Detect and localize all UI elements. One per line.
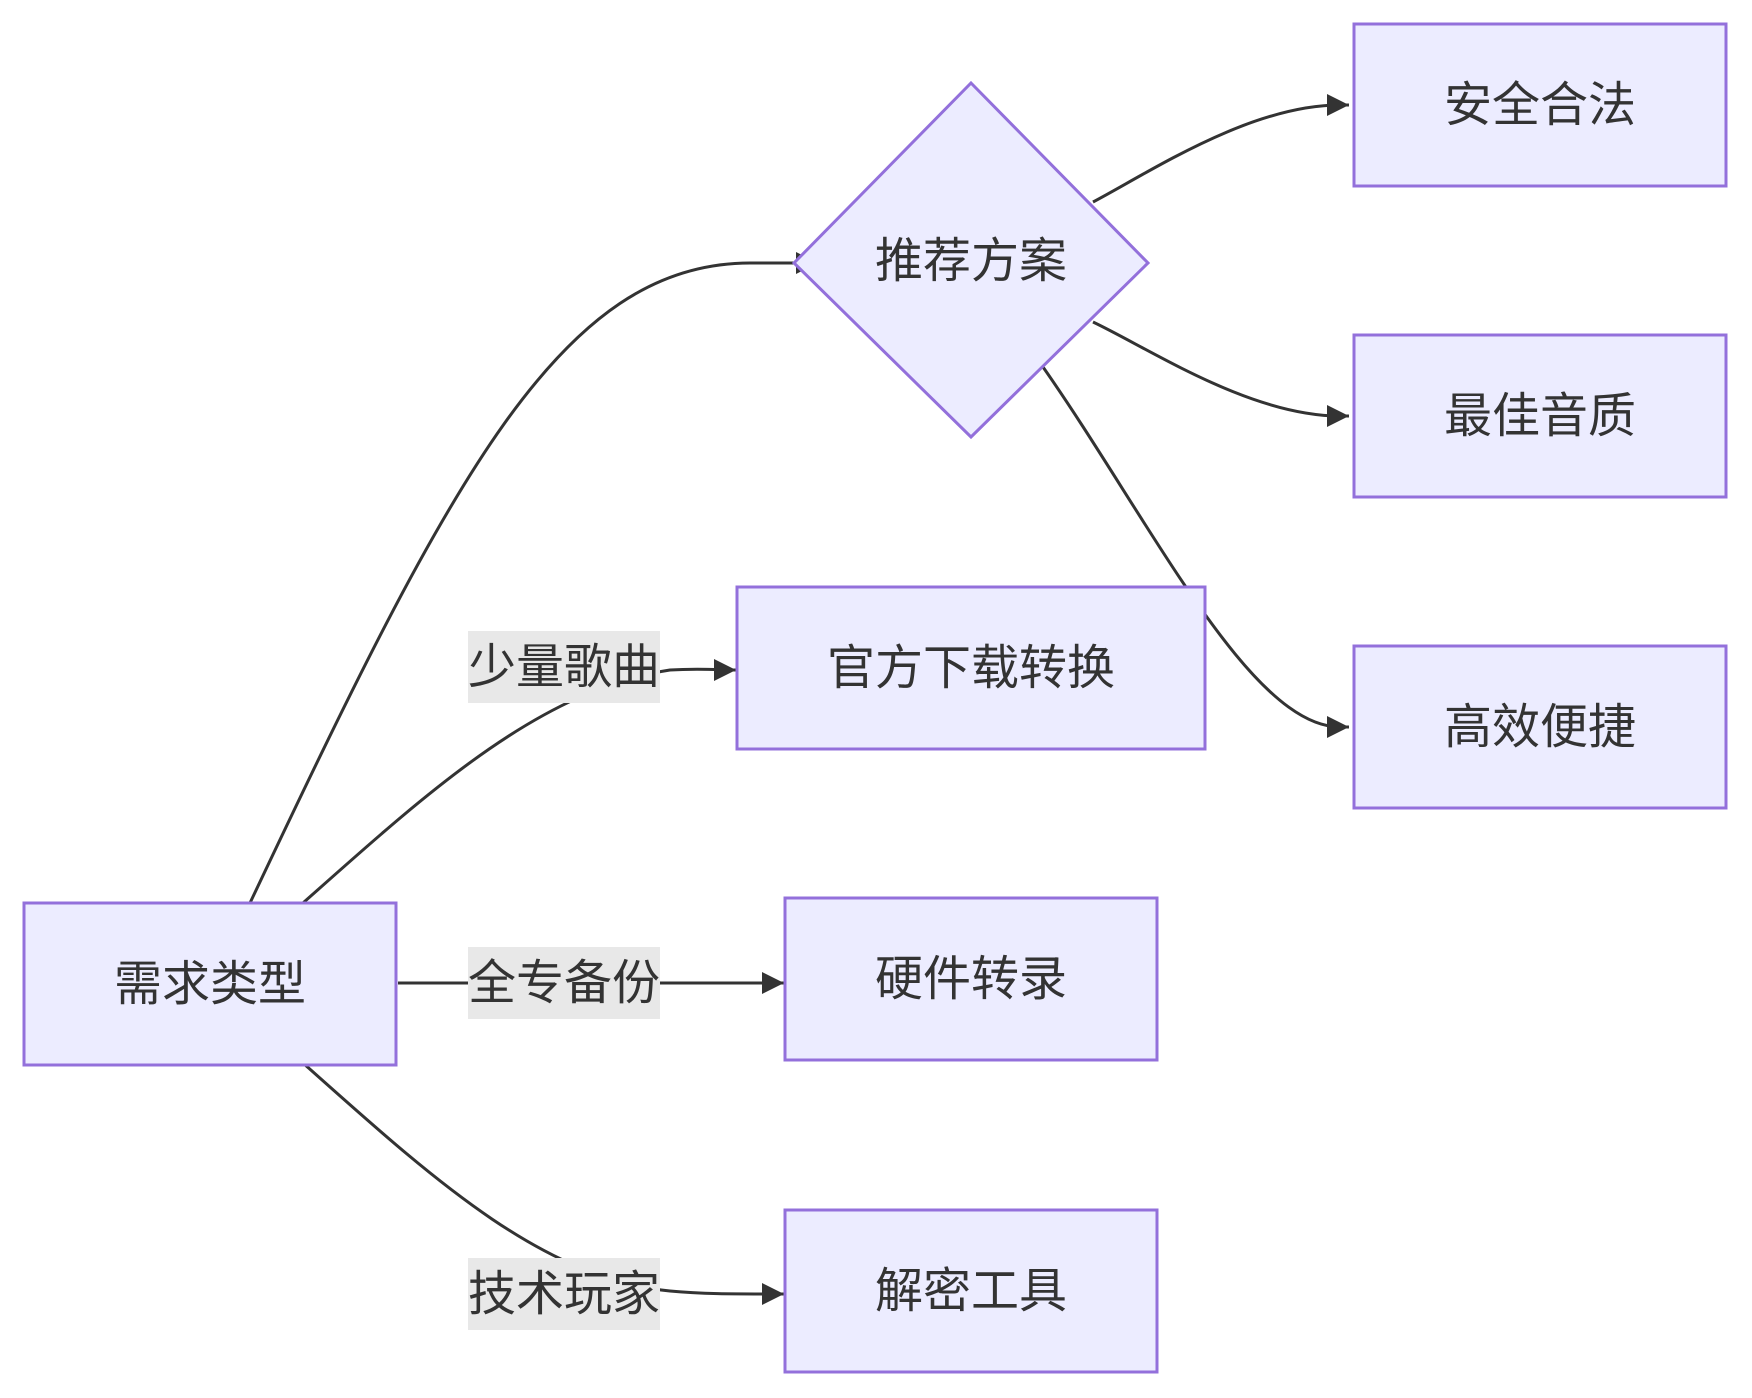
node-label: 最佳音质	[1444, 388, 1636, 444]
arrowhead-official	[714, 659, 736, 681]
edges	[248, 94, 1349, 1305]
arrowhead-hardware	[762, 972, 784, 994]
arrowhead-quality	[1327, 405, 1349, 427]
edge-label-few-songs: 少量歌曲	[468, 631, 660, 703]
edge-label-text: 全专备份	[468, 955, 660, 1011]
edge-label-full-album: 全专备份	[468, 947, 660, 1019]
node-hardware-record[interactable]: 硬件转录	[783, 896, 1159, 1062]
node-efficient[interactable]: 高效便捷	[1352, 644, 1728, 810]
edge-label-tech-player: 技术玩家	[468, 1258, 660, 1330]
edge-demand-to-recommend	[248, 261, 796, 904]
arrowhead-decrypt	[762, 1283, 784, 1305]
node-label: 解密工具	[875, 1263, 1067, 1319]
node-label: 官方下载转换	[827, 640, 1115, 696]
edge-recommend-to-safe	[1092, 103, 1349, 204]
node-safe-legal[interactable]: 安全合法	[1352, 22, 1728, 188]
edge-recommend-to-quality	[1092, 320, 1349, 418]
node-label: 安全合法	[1444, 77, 1636, 133]
node-official-download[interactable]: 官方下载转换	[735, 585, 1207, 751]
arrowhead-safe	[1327, 94, 1349, 116]
node-label: 硬件转录	[875, 951, 1067, 1007]
edge-label-text: 少量歌曲	[468, 639, 660, 695]
node-demand-type[interactable]: 需求类型	[22, 901, 398, 1067]
node-label: 推荐方案	[875, 233, 1067, 289]
edge-demand-to-official	[302, 667, 737, 905]
node-label: 高效便捷	[1444, 699, 1636, 755]
edge-label-text: 技术玩家	[468, 1266, 660, 1322]
node-best-quality[interactable]: 最佳音质	[1352, 333, 1728, 499]
node-decrypt-tool[interactable]: 解密工具	[783, 1208, 1159, 1374]
arrowhead-efficient	[1327, 716, 1349, 738]
node-recommend-decision[interactable]: 推荐方案	[791, 80, 1151, 440]
node-label: 需求类型	[114, 956, 306, 1012]
